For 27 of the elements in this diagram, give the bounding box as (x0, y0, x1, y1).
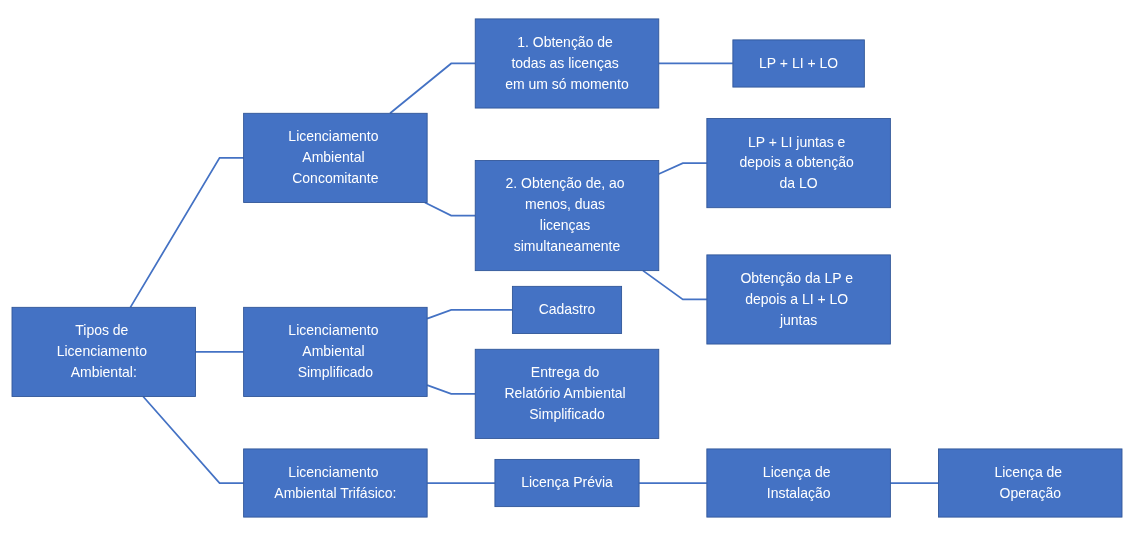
node-box: Licença de Instalação (706, 448, 891, 518)
node-box: LP + LI + LO (732, 39, 865, 88)
node-box: Tipos de Licenciamento Ambiental: (11, 306, 196, 397)
connector (142, 395, 245, 484)
connector (426, 482, 496, 484)
connector (129, 157, 245, 309)
connector (426, 384, 477, 395)
node-box: Obtenção da LP e depois a LI + LO juntas (706, 254, 891, 345)
connector (657, 62, 734, 65)
node-box: Licenciamento Ambiental Simplificado (243, 306, 428, 397)
node-box: Licença de Operação (938, 448, 1123, 518)
connector (194, 351, 245, 353)
node-box: 1. Obtenção de todas as licenças em um só momento (474, 18, 660, 109)
connector (389, 62, 477, 115)
connector (889, 482, 940, 484)
node-box: Licenciamento Ambiental Trifásico: (243, 448, 428, 518)
connector (424, 201, 477, 217)
connector (642, 269, 708, 301)
connector (657, 162, 708, 175)
connector (426, 309, 514, 320)
node-box: Licenciamento Ambiental Concomitante (243, 112, 428, 203)
node-box: 2. Obtenção de, ao menos, duas licenças simultaneamente (474, 160, 660, 272)
node-box: Licença Prévia (494, 458, 640, 508)
node-box: Entrega do Relatório Ambiental Simplificado (474, 348, 660, 439)
node-box: Cadastro (511, 285, 623, 334)
connector (638, 482, 708, 484)
node-box: LP + LI juntas e depois a obtenção da LO (706, 118, 891, 209)
